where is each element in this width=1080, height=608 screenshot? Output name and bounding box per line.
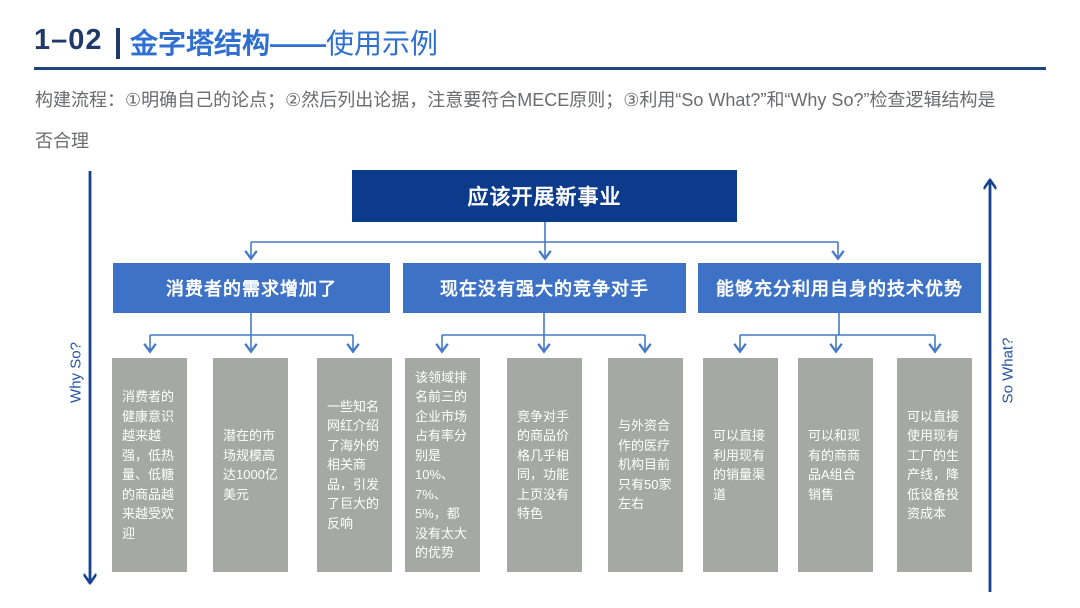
- evidence-box-2: 潜在的市场规模高达1000亿美元: [213, 358, 288, 572]
- evidence-box-8: 可以和现有的商商品A组合销售: [798, 358, 873, 572]
- level2a-to-children-connector: [143, 313, 360, 354]
- page-title-main: 金字塔结构——: [130, 28, 327, 59]
- description-line-2: 否合理: [35, 131, 89, 151]
- level2c-to-children-connector: [733, 313, 942, 354]
- title-underline: [34, 67, 1046, 70]
- argument-box-1: 消费者的需求增加了: [113, 263, 390, 313]
- evidence-box-9: 可以直接使用现有工厂的生产线，降低设备投资成本: [897, 358, 972, 572]
- evidence-box-5: 竞争对手的商品价格几乎相同，功能上页没有特色: [507, 358, 582, 572]
- page-title: 金字塔结构——使用示例: [130, 22, 438, 62]
- description-line-1: 构建流程：①明确自己的论点；②然后列出论据，注意要符合MECE原则；③利用“So…: [35, 90, 996, 110]
- evidence-box-1: 消费者的健康意识越来越强，低热量、低糖的商品越来越受欢迎: [112, 358, 187, 572]
- title-divider-bar: [116, 28, 120, 59]
- page-title-sub: 使用示例: [326, 28, 439, 59]
- evidence-box-7: 可以直接利用现有的销量渠道: [703, 358, 778, 572]
- argument-box-3: 能够充分利用自身的技术优势: [698, 263, 981, 313]
- root-to-level2-connector: [244, 222, 845, 261]
- level2b-to-children-connector: [435, 313, 652, 354]
- argument-box-2: 现在没有强大的竞争对手: [403, 263, 686, 313]
- root-conclusion-box: 应该开展新事业: [352, 170, 737, 222]
- evidence-box-4: 该领域排名前三的企业市场占有率分别是10%、7%、5%，都没有太大的优势: [405, 358, 480, 572]
- so-what-label: So What?: [999, 337, 1017, 404]
- why-so-label: Why So?: [67, 342, 85, 403]
- evidence-box-3: 一些知名网红介绍了海外的相关商品，引发了巨大的反响: [317, 358, 392, 572]
- slide-number: 1–02: [34, 24, 103, 56]
- evidence-box-6: 与外资合作的医疗机构目前只有50家左右: [608, 358, 683, 572]
